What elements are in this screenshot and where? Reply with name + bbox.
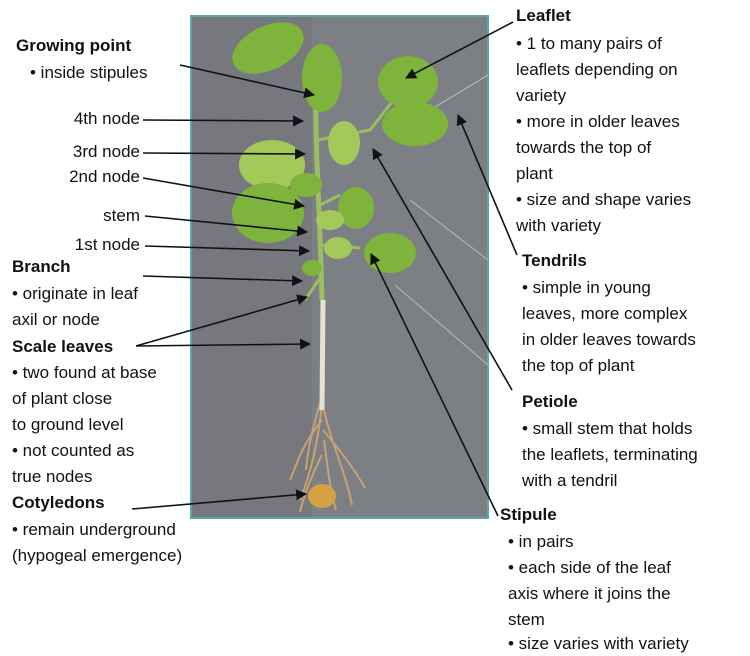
cotyledons-line-1: • remain underground bbox=[12, 519, 176, 541]
leaflet-line-3: variety bbox=[516, 85, 566, 107]
arrow-3rd-node bbox=[143, 153, 305, 154]
node-4-label: 4th node bbox=[74, 108, 140, 130]
node-1-label: 1st node bbox=[75, 234, 140, 256]
cotyledons-title: Cotyledons bbox=[12, 492, 105, 514]
leaflet-line-1: • 1 to many pairs of bbox=[516, 33, 662, 55]
leaflet-line-7: • size and shape varies bbox=[516, 189, 691, 211]
scale-leaves-line-4: • not counted as bbox=[12, 440, 134, 462]
petiole-line-3: with a tendril bbox=[522, 470, 617, 492]
stipule-line-1: • in pairs bbox=[508, 531, 573, 553]
tendrils-line-1: • simple in young bbox=[522, 277, 651, 299]
branch-line-2: axil or node bbox=[12, 309, 100, 331]
leaflet-line-6: plant bbox=[516, 163, 553, 185]
tendrils-line-2: leaves, more complex bbox=[522, 303, 687, 325]
petiole-line-1: • small stem that holds bbox=[522, 418, 692, 440]
node-2-label: 2nd node bbox=[69, 166, 140, 188]
tendrils-line-4: the top of plant bbox=[522, 355, 634, 377]
stipule-line-3: axis where it joins the bbox=[508, 583, 671, 605]
stipule-title: Stipule bbox=[500, 504, 557, 526]
tendrils-title: Tendrils bbox=[522, 250, 587, 272]
scale-leaves-line-3: to ground level bbox=[12, 414, 124, 436]
node-3-label: 3rd node bbox=[73, 141, 140, 163]
arrow-4th-node bbox=[143, 120, 303, 121]
lower-stem bbox=[322, 300, 323, 410]
cotyledon-seed bbox=[308, 484, 336, 508]
leaflet-line-4: • more in older leaves bbox=[516, 111, 680, 133]
leaflet-line-2: leaflets depending on bbox=[516, 59, 678, 81]
leaflet-line-8: with variety bbox=[516, 215, 601, 237]
scale-leaves-title: Scale leaves bbox=[12, 336, 113, 358]
tendrils-line-3: in older leaves towards bbox=[522, 329, 696, 351]
branch-title: Branch bbox=[12, 256, 71, 278]
scale-leaves-line-2: of plant close bbox=[12, 388, 112, 410]
branch-line-1: • originate in leaf bbox=[12, 283, 138, 305]
growing-point-note: • inside stipules bbox=[30, 62, 147, 84]
leaflet-title: Leaflet bbox=[516, 5, 571, 27]
scale-leaves-line-1: • two found at base bbox=[12, 362, 157, 384]
scale-leaves-line-5: true nodes bbox=[12, 466, 92, 488]
stipule-line-5: • size varies with variety bbox=[508, 633, 689, 655]
growing-point-title: Growing point bbox=[16, 35, 131, 57]
stipule-line-4: stem bbox=[508, 609, 545, 631]
leaflet-line-5: towards the top of bbox=[516, 137, 651, 159]
petiole-title: Petiole bbox=[522, 391, 578, 413]
stem-label: stem bbox=[103, 205, 140, 227]
stipule-line-2: • each side of the leaf bbox=[508, 557, 671, 579]
photo-shading bbox=[192, 17, 312, 517]
cotyledons-line-2: (hypogeal emergence) bbox=[12, 545, 182, 567]
petiole-line-2: the leaflets, terminating bbox=[522, 444, 698, 466]
